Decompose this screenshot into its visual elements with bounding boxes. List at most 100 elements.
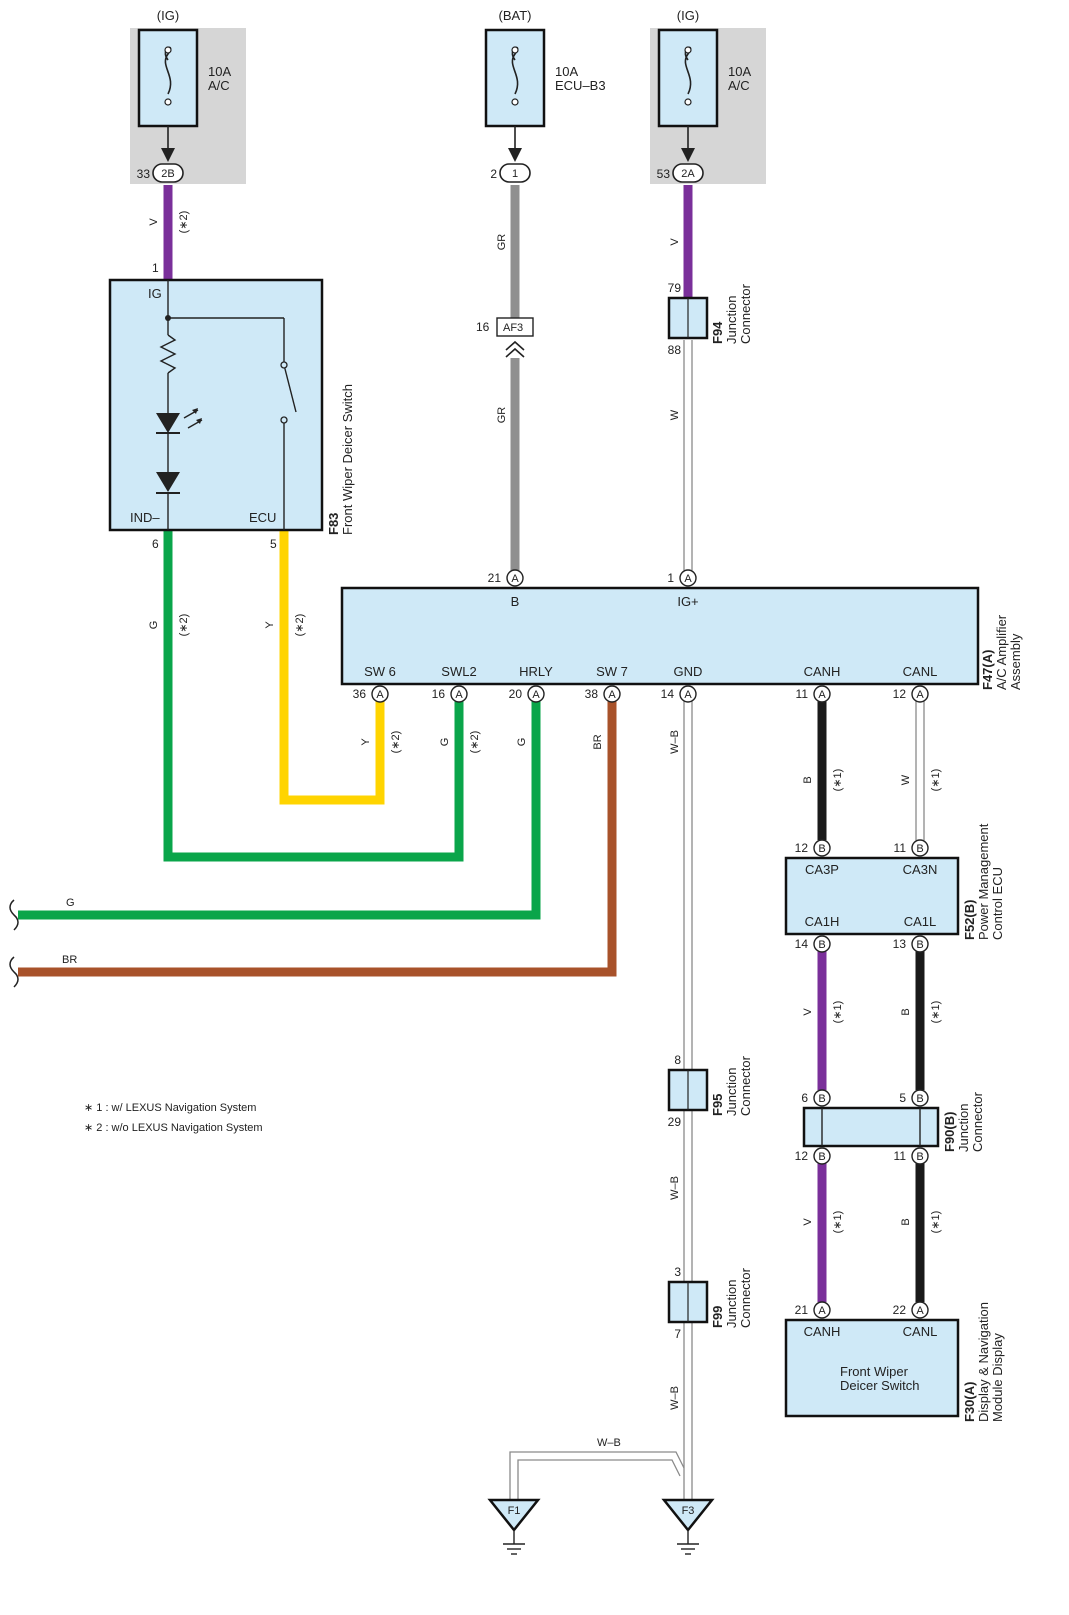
arrow-down-icon <box>161 148 175 162</box>
ground-label-1: F3 <box>682 1505 695 1517</box>
f47-top-pin-1: A <box>679 569 697 587</box>
f47-top-pin-1-letter: A <box>684 573 692 585</box>
wire-label-b-ca1l-text: B <box>900 1008 912 1015</box>
legend-note-1: ∗ 1 : w/ LEXUS Navigation System <box>84 1102 256 1114</box>
f94-code: F94 <box>710 321 725 344</box>
fuse-1-pin: 33 <box>137 167 151 181</box>
ground-label-0: F1 <box>508 1505 521 1517</box>
wire-label-v-ca1h-text: V <box>802 1008 814 1016</box>
f47-bottom-pin-2-letter: A <box>532 689 540 701</box>
f47-bottom-label-0: SW 6 <box>364 664 396 679</box>
wire-green-ind <box>163 530 464 862</box>
f30-top-pin-1-letter: A <box>916 1305 924 1317</box>
wire-label-y-sw6-text: Y <box>360 738 372 746</box>
f30-top-label-1: CANL <box>903 1324 938 1339</box>
f90-bottom-pin-0-letter: B <box>818 1151 825 1163</box>
fuse-1-rating: 10A <box>208 64 231 79</box>
f47-name1: A/C Amplifier <box>994 614 1009 690</box>
f52-box <box>784 856 960 936</box>
f30-top-pin-0: A <box>813 1301 831 1319</box>
f47-bottom-pin-4: A <box>679 685 697 703</box>
led-ray-arrow-2 <box>196 418 202 424</box>
f47-top-pin-0: A <box>506 569 524 587</box>
wire-label-wb-gnd-text: W–B <box>669 730 681 754</box>
f90-caption: F90(B) Junction Connector <box>942 1091 985 1152</box>
wire-label-w-ig-text: W <box>669 409 681 420</box>
f83-switch-contact-top <box>280 361 288 369</box>
af3-label: AF3 <box>503 322 523 334</box>
wire-label-gr-lower: GR <box>496 407 508 424</box>
wire-label-br-horizontal: BR <box>62 954 77 966</box>
f99-pin-top: 3 <box>674 1265 681 1279</box>
f47-bottom-pin-3: A <box>603 685 621 703</box>
f30-inner-line2: Deicer Switch <box>840 1378 919 1393</box>
wire-break-mark-br <box>9 956 19 988</box>
f47-bottom-pin-0: A <box>371 685 389 703</box>
f52-top-pin-0-letter: B <box>818 843 825 855</box>
led-icon <box>156 413 180 433</box>
f83-switch-contact-bottom <box>280 416 288 424</box>
ground-icon <box>487 1498 541 1533</box>
f52-top-pinnum-0: 12 <box>795 841 809 855</box>
f47-caption: F47(A) A/C Amplifier Assembly <box>980 614 1023 690</box>
f83-box <box>108 278 324 532</box>
f52-bottom-label-1: CA1L <box>904 914 937 929</box>
wire-label-w-canl-note: (∗1) <box>930 769 942 792</box>
wire-label-y-ecu-text: Y <box>264 621 276 629</box>
wire-label-v-f30: V(∗1) <box>802 1211 844 1234</box>
f52-top-pin-1-letter: B <box>916 843 923 855</box>
wire-label-br-sw7-text: BR <box>592 734 604 749</box>
wire-label-y-sw6-note: (∗2) <box>390 731 402 754</box>
fuse-3-pin: 53 <box>657 167 671 181</box>
f47-bottom-label-1: SWL2 <box>441 664 476 679</box>
f52-caption: F52(B) Power Management Control ECU <box>962 823 1005 940</box>
fuse-2-conn: 1 <box>512 168 518 180</box>
f47-bottom-pin-4-letter: A <box>684 689 692 701</box>
wire-label-b-canh: B(∗1) <box>802 769 844 792</box>
f90-top-pinnum-0: 6 <box>801 1091 808 1105</box>
fuse-3-name: A/C <box>728 78 750 93</box>
fuse-1-name: A/C <box>208 78 230 93</box>
wire-label-y-sw6: Y (∗2) <box>360 731 402 754</box>
f83-ig-label: IG <box>148 286 162 301</box>
f47-box <box>340 586 980 686</box>
f52-top-pinnum-1: 11 <box>894 841 907 855</box>
af3-chevron-2 <box>505 347 525 358</box>
f52-top-label-1: CA3N <box>903 862 938 877</box>
f83-pin-ig: 1 <box>152 261 159 275</box>
wire-label-v-ca1h-note: (∗1) <box>832 1001 844 1024</box>
af3-pin: 16 <box>476 320 490 334</box>
f90-code: F90(B) <box>942 1112 957 1152</box>
f99-name2: Connector <box>738 1267 753 1328</box>
wire-label-gr-upper: GR <box>496 234 508 251</box>
f90-top-pinnum-1: 5 <box>899 1091 906 1105</box>
f90-bottom-pin-0: B <box>813 1147 831 1165</box>
wire-label-v-f30-text: V <box>802 1218 814 1226</box>
wire-label-v-fuse3-text: V <box>669 238 681 246</box>
f52-bottom-label-0: CA1H <box>805 914 840 929</box>
f30-name2: Module Display <box>990 1333 1005 1422</box>
ground-F3: F3 <box>661 1498 715 1555</box>
wire-label-wb-low: W–B <box>669 1386 681 1410</box>
fuse-2-pin: 2 <box>490 167 497 181</box>
f52-bottom-pin-0: B <box>813 935 831 953</box>
f52-top-label-0: CA3P <box>805 862 839 877</box>
f47-bottom-pinnum-3: 38 <box>585 687 599 701</box>
f90-top-pin-0-letter: B <box>818 1093 825 1105</box>
f47-top-pin-0-letter: A <box>511 573 519 585</box>
wire-label-g-swl2: G(∗2) <box>439 731 481 754</box>
f47-top-label-0: B <box>511 594 520 609</box>
f90-bottom-pinnum-1: 11 <box>894 1149 907 1163</box>
f90-top-pin-1-letter: B <box>916 1093 923 1105</box>
f47-bottom-label-5: CANH <box>804 664 841 679</box>
ground-icon <box>661 1498 715 1533</box>
